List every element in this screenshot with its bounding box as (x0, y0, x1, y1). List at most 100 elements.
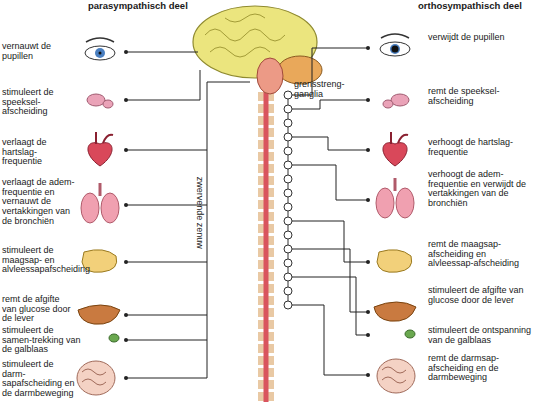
structure-label: grensstreng-ganglia (294, 80, 346, 99)
iris (390, 44, 400, 54)
brainstem (257, 58, 283, 94)
ganglion (284, 287, 292, 295)
brain-gyri (205, 14, 285, 57)
effect-label: remt de afgifte van glucose door de leve… (2, 295, 74, 324)
nerve-line (126, 378, 207, 379)
iris (95, 48, 105, 58)
eye (85, 46, 115, 60)
gallbladder (405, 330, 415, 338)
ganglion (284, 203, 292, 211)
ganglion (284, 189, 292, 197)
eye (380, 42, 410, 56)
effect-label: verwijdt de pupillen (428, 33, 528, 43)
nerve-line (292, 221, 368, 262)
salivary-gland (383, 100, 393, 108)
sympathetic-nerves (292, 48, 368, 375)
heart-vessels (391, 132, 408, 144)
lung (101, 193, 119, 223)
ganglion (284, 301, 292, 309)
parasympathetic-nerves (126, 52, 250, 378)
effect-label: stimuleert de ontspanning van de galblaa… (428, 326, 538, 345)
nerve-line (126, 52, 198, 53)
effect-label: vernauwt de pupillen (2, 42, 74, 61)
effect-label: stimuleert de darm-sapafscheiding en de … (2, 360, 76, 399)
ganglion (284, 133, 292, 141)
nerve-dot (124, 148, 128, 152)
nerve-dot (124, 98, 128, 102)
ganglion (284, 259, 292, 267)
effect-label: verhoogt de adem-frequentie en verwijdt … (428, 170, 528, 209)
nerve-line (292, 277, 368, 335)
nerve-line (126, 315, 207, 316)
salivary-gland (87, 94, 105, 106)
ganglion (284, 175, 292, 183)
effect-label: verlaagt de hartslag-frequentie (2, 138, 76, 167)
intestine (377, 359, 415, 393)
ganglion (284, 245, 292, 253)
effect-label: remt de maagsap-afscheiding en alvleessa… (428, 240, 528, 269)
effect-label: stimuleert de afgifte van glucose door d… (428, 286, 534, 305)
ganglion (284, 119, 292, 127)
effect-label: stimuleert de speeksel-afscheiding (2, 88, 76, 117)
nerve-line (292, 100, 368, 109)
section-heading: parasympathisch deel (88, 1, 218, 11)
nerve-line (126, 150, 207, 151)
effect-label: stimuleert de samen-trekking van de galb… (2, 326, 82, 355)
left-organs (77, 38, 120, 395)
effect-label: verlaagt de adem-frequentie en vernauwt … (2, 178, 78, 227)
nerve-line (207, 82, 250, 83)
intestine-loops (382, 367, 406, 383)
effect-label: stimuleert de maagsap- en alvleessapafsc… (2, 246, 80, 275)
nerve-line (126, 70, 200, 100)
trachea (394, 178, 397, 191)
gallbladder (109, 334, 119, 342)
section-heading: orthosympathisch deel (418, 1, 538, 11)
ganglion (284, 161, 292, 169)
nerve-line (126, 205, 207, 206)
ganglion (284, 91, 292, 99)
nerve-dot (124, 260, 128, 264)
heart (88, 143, 112, 166)
spinal-cord (264, 88, 269, 402)
liver (78, 305, 120, 324)
ganglion (284, 105, 292, 113)
lung (81, 193, 99, 223)
nerve-line (292, 305, 368, 375)
nerve-endings (124, 46, 370, 380)
pupil-wide (392, 46, 399, 53)
stomach-pancreas (82, 250, 117, 273)
trachea (99, 183, 102, 196)
ganglion (284, 147, 292, 155)
nerve-label: zwervende zenuw (194, 168, 204, 258)
nerve-line (292, 165, 368, 200)
nerve-line (126, 340, 207, 341)
intestine-loops (82, 369, 106, 385)
nerve-dot (124, 50, 128, 54)
intestine (77, 361, 115, 395)
salivary-gland (103, 100, 113, 108)
heart (383, 143, 407, 166)
eyebrow (86, 38, 114, 42)
effect-label: verhoogt de hartslag-frequentie (428, 138, 528, 157)
nerve-dot (124, 313, 128, 317)
pupil-narrow (99, 52, 102, 55)
stomach-pancreas (377, 250, 412, 273)
eyebrow (381, 34, 409, 38)
salivary-gland (391, 94, 409, 106)
right-organs (374, 34, 416, 393)
heart-vessels (96, 132, 113, 144)
effect-label: remt de speeksel-afscheiding (428, 87, 528, 106)
liver (374, 302, 416, 321)
ganglia (284, 91, 292, 309)
nerve-line (292, 249, 368, 312)
nerve-line (126, 262, 207, 263)
effect-label: remt de darmsap-afscheiding en de darmbe… (428, 354, 534, 383)
nerve-line (292, 137, 368, 150)
lung (396, 188, 414, 218)
ganglion (284, 273, 292, 281)
nerve-dot (124, 203, 128, 207)
vagus-nerve (207, 82, 208, 378)
lung (376, 188, 394, 218)
